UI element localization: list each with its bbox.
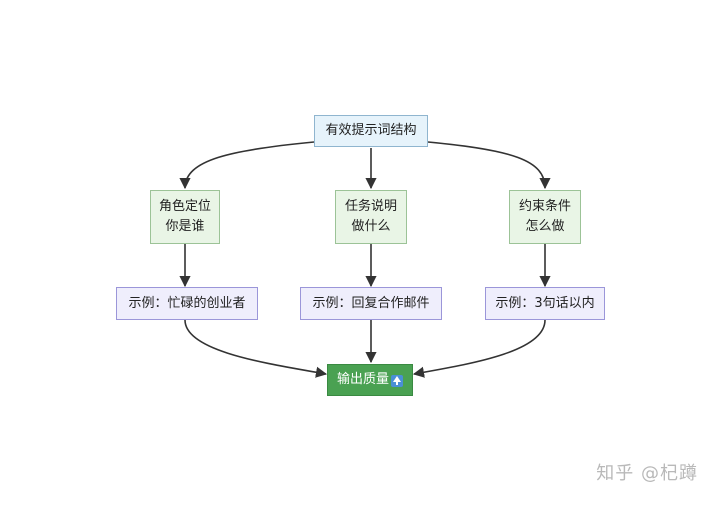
root-node: 有效提示词结构 [314, 115, 428, 147]
category-constraint-subtitle: 怎么做 [525, 219, 565, 234]
category-node-constraint: 约束条件 怎么做 [509, 190, 581, 244]
category-role-subtitle: 你是谁 [165, 219, 205, 234]
output-label: 输出质量 [336, 372, 389, 387]
example-role-label: 示例：忙碌的创业者 [128, 295, 246, 311]
edge-root-to-role [179, 141, 315, 190]
up-arrow-icon [391, 375, 403, 387]
category-node-task: 任务说明 做什么 [335, 190, 407, 244]
output-node: 输出质量 [327, 364, 413, 396]
root-label: 有效提示词结构 [325, 123, 417, 138]
category-node-role: 角色定位 你是谁 [150, 190, 220, 244]
category-task-title: 任务说明 [344, 199, 397, 214]
example-task-label: 示例：回复合作邮件 [312, 295, 430, 311]
example-node-constraint: 示例：3句话以内 [485, 287, 605, 320]
category-constraint-title: 约束条件 [518, 199, 571, 214]
example-node-role: 示例：忙碌的创业者 [116, 287, 258, 320]
edge-root-to-constraint [427, 141, 551, 190]
example-node-task: 示例：回复合作邮件 [300, 287, 442, 320]
watermark: 知乎 @杞蹲 [596, 463, 698, 484]
edge-example1-to-output [184, 319, 328, 378]
example-constraint-label: 示例：3句话以内 [495, 295, 595, 311]
category-task-subtitle: 做什么 [351, 219, 391, 234]
edge-example3-to-output [412, 319, 546, 378]
category-role-title: 角色定位 [158, 199, 211, 214]
